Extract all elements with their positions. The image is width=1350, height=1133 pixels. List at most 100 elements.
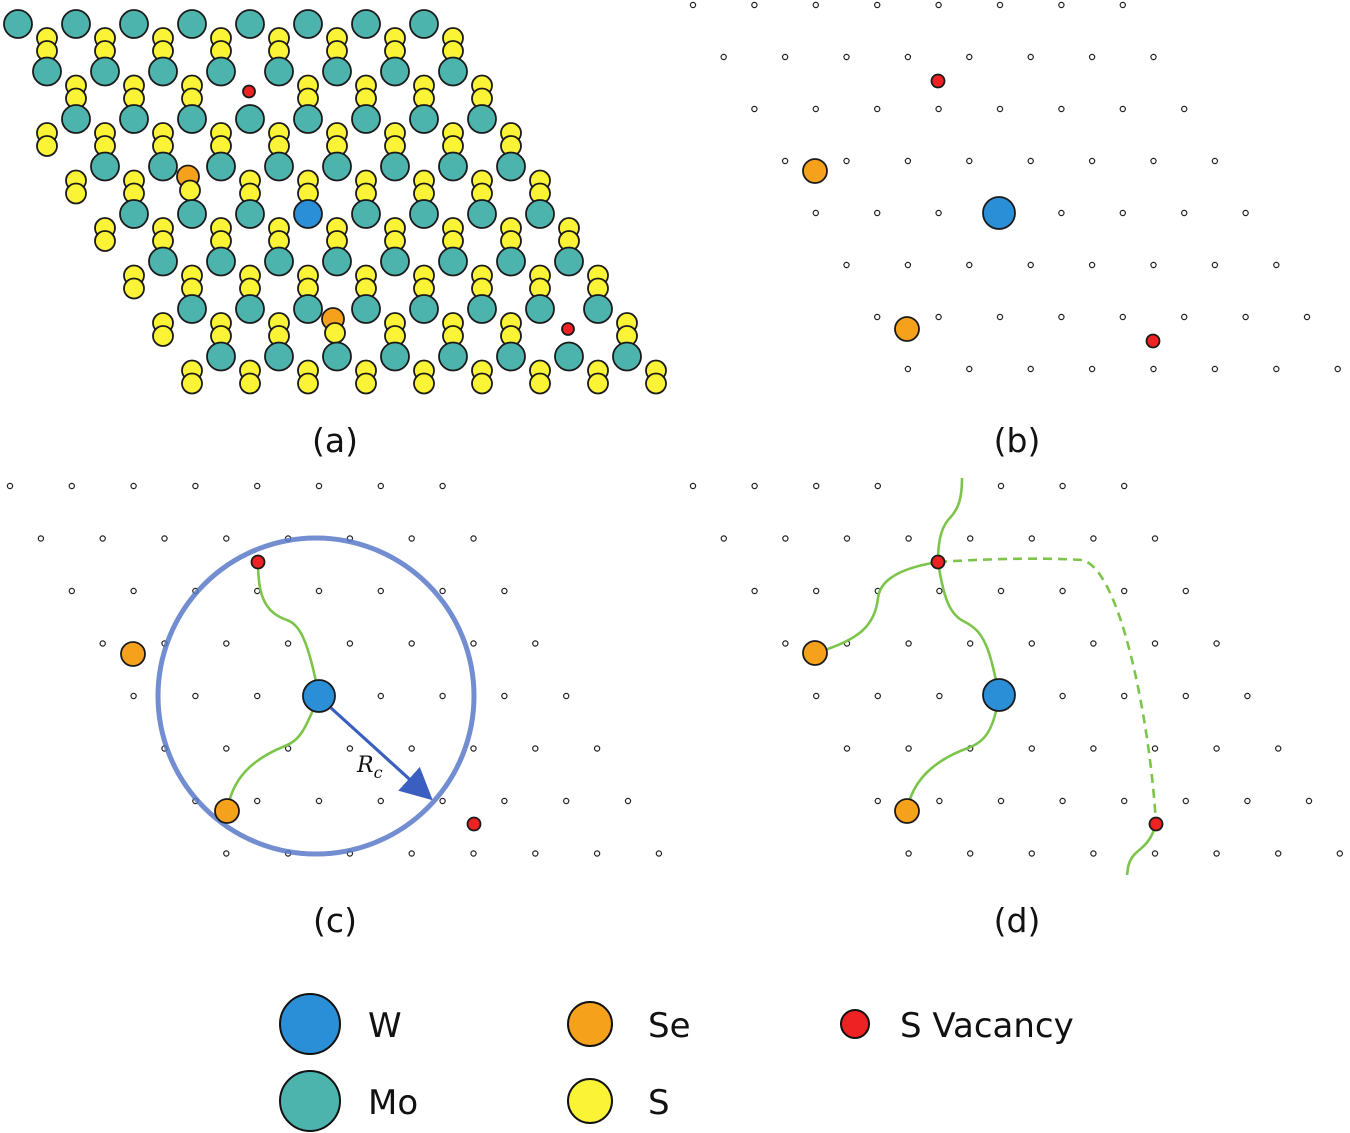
- empty-site: [966, 261, 973, 269]
- mo-atom: [235, 104, 265, 134]
- empty-site: [904, 53, 912, 61]
- mo-atom: [235, 9, 265, 39]
- empty-site: [843, 53, 850, 61]
- empty-site: [1090, 745, 1097, 752]
- cutoff-radius-subscript: c: [374, 763, 383, 782]
- s-vacancy-atom: [930, 73, 946, 89]
- empty-site: [1150, 261, 1157, 269]
- empty-site: [192, 482, 199, 490]
- empty-site: [936, 692, 943, 700]
- mo-atom: [119, 9, 149, 39]
- mo-atom: [496, 341, 526, 372]
- empty-site: [966, 365, 973, 373]
- s-atom: [324, 322, 346, 344]
- empty-site: [1059, 797, 1066, 805]
- empty-site: [905, 745, 912, 752]
- empty-site: [1303, 313, 1311, 321]
- mo-atom: [438, 341, 468, 372]
- empty-site: [1088, 53, 1096, 61]
- empty-site: [812, 1, 820, 9]
- empty-site: [593, 745, 601, 752]
- empty-site: [408, 745, 415, 752]
- mo-atom: [177, 294, 207, 324]
- mo-atom: [264, 56, 294, 87]
- empty-site: [1059, 587, 1066, 595]
- empty-site: [284, 640, 292, 647]
- mo-atom: [177, 199, 207, 229]
- empty-site: [996, 1, 1004, 9]
- empty-site: [1119, 1, 1127, 9]
- s-atom: [413, 372, 435, 395]
- empty-site: [470, 535, 477, 542]
- empty-site: [501, 797, 508, 805]
- legend-vacancy-label: S Vacancy: [900, 1006, 1074, 1046]
- panel-d-lattice: [689, 477, 1344, 876]
- empty-site: [936, 797, 943, 805]
- empty-site: [192, 692, 199, 700]
- mo-atom: [583, 294, 613, 324]
- se-atom: [120, 641, 146, 667]
- empty-site: [1336, 850, 1344, 857]
- empty-site: [1182, 797, 1190, 805]
- empty-site: [254, 797, 261, 805]
- s-vacancy-atom: [1148, 816, 1164, 832]
- interaction-path: [905, 694, 1001, 812]
- empty-site: [1211, 157, 1219, 165]
- empty-site: [439, 587, 446, 595]
- empty-site: [1182, 587, 1190, 595]
- mo-atom: [380, 246, 410, 277]
- empty-site: [1213, 745, 1220, 752]
- mo-atom: [293, 294, 323, 324]
- empty-site: [223, 535, 230, 542]
- empty-site: [130, 692, 137, 700]
- empty-site: [689, 482, 697, 490]
- empty-site: [1273, 365, 1280, 373]
- empty-site: [1088, 157, 1096, 165]
- mo-atom: [90, 151, 120, 182]
- s-vacancy-atom: [466, 816, 482, 832]
- empty-site: [1244, 797, 1251, 805]
- empty-site: [223, 640, 230, 647]
- empty-site: [997, 587, 1005, 595]
- empty-site: [1028, 745, 1036, 752]
- empty-site: [130, 587, 137, 595]
- empty-site: [1119, 209, 1127, 217]
- empty-site: [751, 587, 758, 595]
- empty-site: [843, 261, 850, 269]
- empty-site: [813, 692, 820, 700]
- s-vacancy-atom: [1145, 333, 1161, 349]
- empty-site: [377, 692, 384, 700]
- mo-atom: [380, 56, 410, 87]
- empty-site: [812, 105, 820, 113]
- empty-site: [904, 365, 912, 373]
- empty-site: [1120, 797, 1128, 805]
- empty-site: [1151, 640, 1159, 647]
- empty-site: [655, 850, 663, 857]
- empty-site: [905, 850, 912, 857]
- interaction-path: [1125, 823, 1158, 876]
- empty-site: [966, 157, 973, 165]
- empty-site: [1027, 53, 1034, 61]
- legend-mo-label: Mo: [368, 1083, 418, 1123]
- mo-atom: [467, 104, 497, 134]
- empty-site: [223, 745, 230, 752]
- empty-site: [1058, 105, 1065, 113]
- empty-site: [1151, 535, 1159, 542]
- empty-site: [1119, 313, 1127, 321]
- cutoff-radius-label: Rc: [356, 753, 383, 782]
- empty-site: [874, 313, 881, 321]
- panel-c-label: (c): [313, 901, 357, 940]
- empty-site: [751, 1, 758, 9]
- empty-site: [720, 53, 727, 61]
- empty-site: [532, 745, 539, 752]
- empty-site: [967, 640, 974, 647]
- empty-site: [782, 640, 789, 647]
- empty-site: [1274, 850, 1282, 857]
- interaction-path: [936, 561, 1001, 696]
- empty-site: [874, 105, 881, 113]
- empty-site: [996, 105, 1004, 113]
- empty-site: [315, 482, 323, 490]
- legend-w-marker: [279, 993, 341, 1055]
- empty-site: [1027, 365, 1034, 373]
- empty-site: [1213, 850, 1220, 857]
